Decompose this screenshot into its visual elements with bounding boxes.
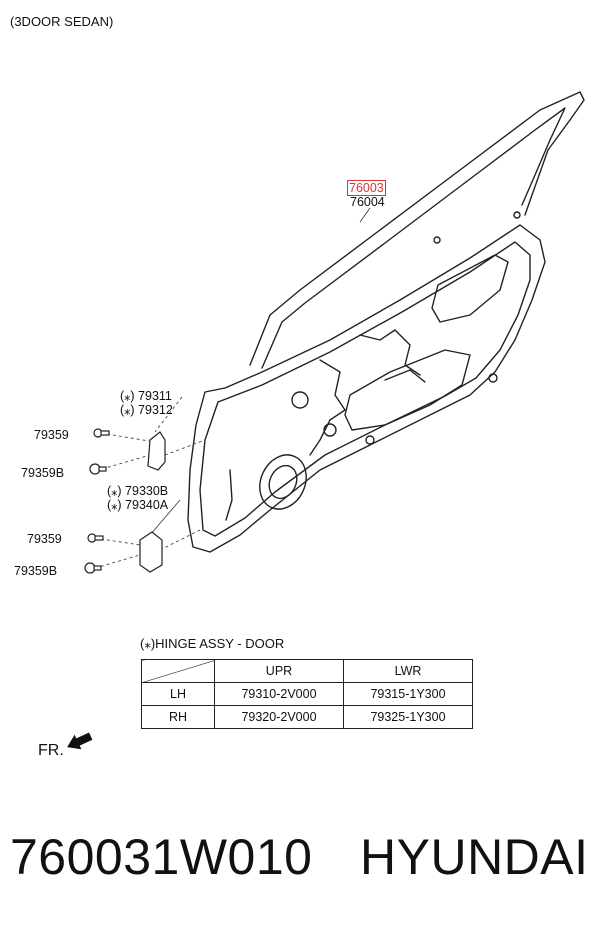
bolt-icon: [87, 533, 104, 543]
bolt-icon: [93, 428, 110, 438]
table-header-row: UPR LWR: [141, 659, 473, 683]
callout-79359b-lower[interactable]: 79359B: [14, 564, 58, 578]
table-cell[interactable]: 79320-2V000: [214, 705, 344, 729]
callout-79312[interactable]: (⁎) 79312: [120, 403, 173, 417]
door-inner-panel: [199, 241, 531, 537]
table-row: LH 79310-2V000 79315-1Y300: [141, 682, 473, 706]
column-header-upr: UPR: [214, 659, 344, 683]
speaker-opening: [259, 454, 307, 510]
callout-79330b[interactable]: (⁎) 79330B: [107, 484, 169, 498]
table-corner: [141, 659, 215, 683]
front-direction-label: FR.: [38, 742, 64, 759]
window-frame-outer: [249, 91, 585, 366]
front-arrow-icon: [67, 732, 93, 750]
table-cell[interactable]: 79325-1Y300: [343, 705, 473, 729]
brand-name: HYUNDAI: [360, 829, 589, 885]
callout-79359-upper[interactable]: 79359: [34, 428, 69, 442]
row-label: RH: [141, 705, 215, 729]
regulator-opening: [344, 349, 471, 431]
part-number: 760031W010: [10, 829, 313, 885]
bolt-icon: [84, 562, 102, 574]
hinge-table-title: (⁎)HINGE ASSY - DOOR: [140, 636, 285, 651]
upper-hinge: [147, 431, 166, 471]
upper-access-hole: [431, 254, 509, 323]
row-label: LH: [141, 682, 215, 706]
callout-76004[interactable]: 76004: [350, 195, 385, 209]
callout-79311[interactable]: (⁎) 79311: [120, 389, 172, 403]
callout-79340a[interactable]: (⁎) 79340A: [107, 498, 169, 512]
hinge-table: UPR LWR LH 79310-2V000 79315-1Y300 RH 79…: [141, 659, 473, 729]
bolt-icon: [89, 463, 107, 475]
variant-label: (3DOOR SEDAN): [10, 14, 114, 29]
table-cell[interactable]: 79310-2V000: [214, 682, 344, 706]
door-outer-panel: [187, 224, 546, 553]
column-header-lwr: LWR: [343, 659, 473, 683]
window-frame-inner: [261, 107, 566, 369]
lower-hinge: [139, 531, 163, 573]
callout-79359b-upper[interactable]: 79359B: [21, 466, 65, 480]
table-cell[interactable]: 79315-1Y300: [343, 682, 473, 706]
callout-76003[interactable]: 76003: [347, 180, 386, 196]
door-diagram: [67, 91, 585, 750]
table-row: RH 79320-2V000 79325-1Y300: [141, 705, 473, 729]
callout-79359-lower[interactable]: 79359: [27, 532, 62, 546]
